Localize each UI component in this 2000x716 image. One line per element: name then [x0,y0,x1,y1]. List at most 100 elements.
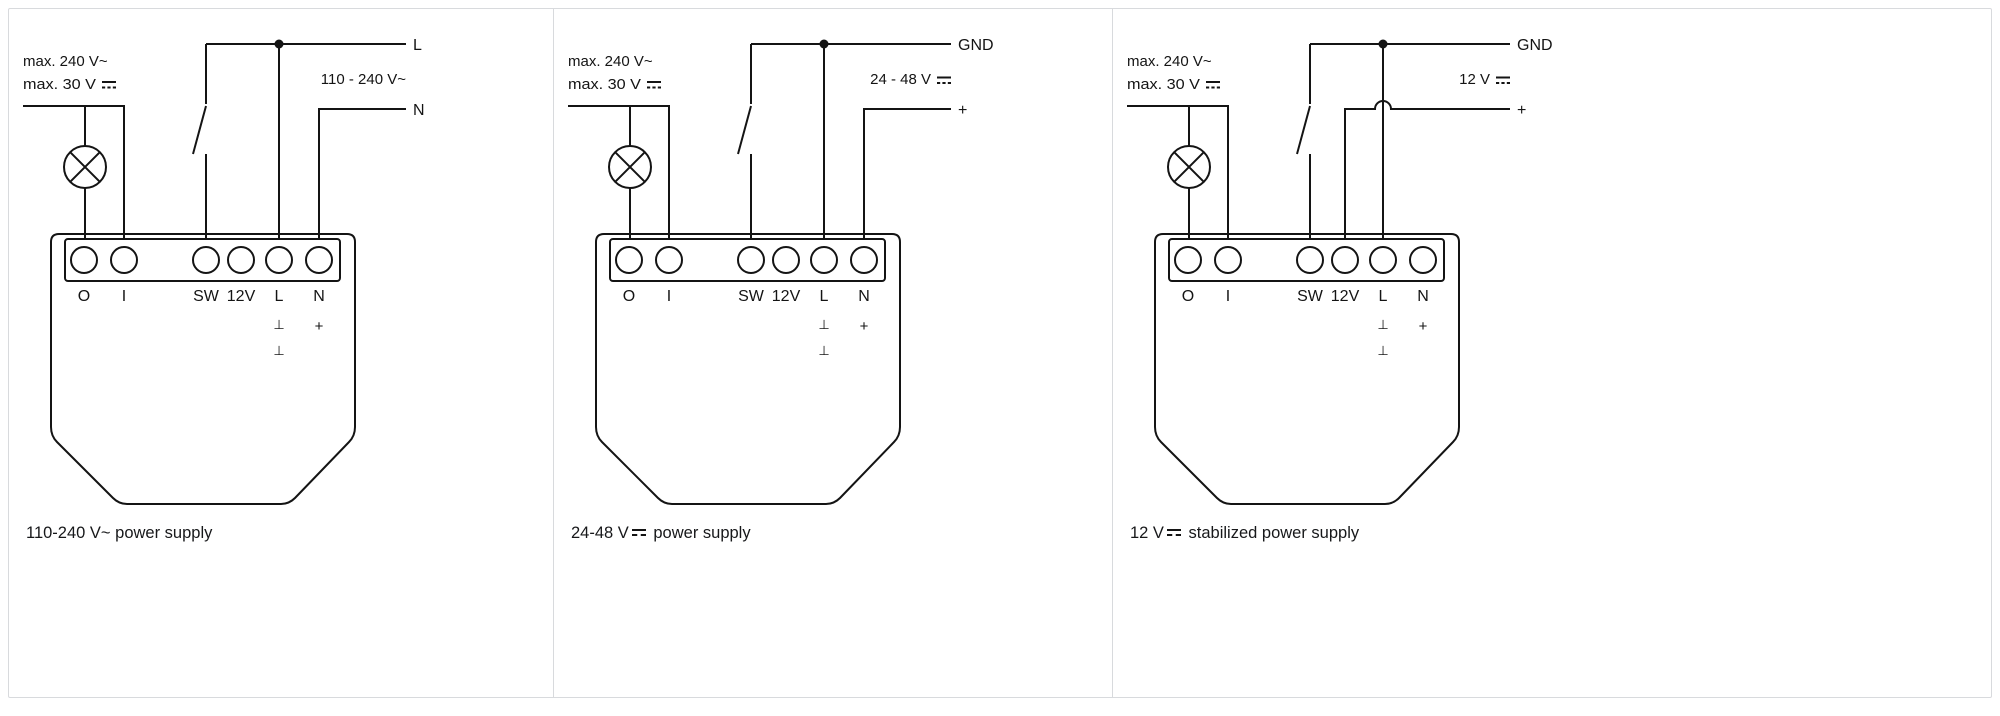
supply-bottom-label: + [1517,102,1526,119]
terminal-label-n: N [313,288,325,305]
terminal-strip [64,238,341,282]
wiring-diagram: max. 240 V~ max. 30 V GND + 24 - 48 V O … [568,37,994,505]
ground-symbol: ⊥ [1377,343,1388,358]
circuit-wires [1127,43,1510,239]
ground-symbol: ⊥ [818,317,829,332]
supply-top-label: GND [958,37,994,54]
terminal-label-i: I [667,288,671,305]
lamp-icon [63,145,107,189]
terminal-circle [1174,246,1202,274]
dc-symbol-icon [1166,529,1181,538]
supply-top-label: L [413,37,422,54]
ground-symbol: ⊥ [273,317,284,332]
terminal-circle [110,246,138,274]
switch-blade-icon [1296,105,1311,155]
load-rating-line1: max. 240 V~ [23,53,108,70]
terminal-circle [850,246,878,274]
terminal-circle [305,246,333,274]
caption-text-suffix: power supply [648,524,751,542]
lamp-icon [608,145,652,189]
switch-blade-icon [192,105,207,155]
caption-text: 24-48 V [571,524,629,542]
terminal-circle [1214,246,1242,274]
terminal-label-l: L [275,288,284,305]
terminal-label-o: O [623,288,635,305]
device [1154,233,1460,505]
load-circuit-wire [1127,105,1229,239]
terminal-circle [810,246,838,274]
device-body [595,233,901,505]
terminal-circle [737,246,765,274]
terminal-circle [1331,246,1359,274]
terminal-circle [227,246,255,274]
load-rating-line2: max. 30 V [568,76,641,93]
device [50,233,356,505]
switch-blade-icon [737,105,752,155]
load-rating-line2: max. 30 V [23,76,96,93]
terminal-label-12v: 12V [1331,288,1360,305]
device-body [50,233,356,505]
plus-symbol: + [1419,318,1428,335]
terminal-label-o: O [1182,288,1194,305]
terminal-label-n: N [858,288,870,305]
panel-caption: 12 V stabilized power supply [1113,523,1991,543]
terminal-circle [265,246,293,274]
load-circuit-wire [23,105,125,239]
terminal-circle [1369,246,1397,274]
terminal-label-i: I [122,288,126,305]
device [595,233,901,505]
terminal-circle [655,246,683,274]
supply-bottom-label: N [413,102,425,119]
caption-text-suffix: stabilized power supply [1183,524,1360,542]
load-circuit-wire [568,105,670,239]
panels-row: max. 240 V~ max. 30 V L N 110 - 240 V~ O… [8,8,1992,698]
terminal-label-sw: SW [738,288,765,305]
terminal-circle [772,246,800,274]
supply-voltage-label: 12 V [1459,71,1490,88]
terminal-label-sw: SW [1297,288,1324,305]
lamp-icon [1167,145,1211,189]
diagram-panel: max. 240 V~ max. 30 V GND + 24 - 48 V O … [554,9,1113,697]
wiring-diagram: max. 240 V~ max. 30 V L N 110 - 240 V~ O… [23,37,425,505]
terminal-circle [1409,246,1437,274]
terminal-label-n: N [1417,288,1429,305]
diagram-panel: max. 240 V~ max. 30 V L N 110 - 240 V~ O… [9,9,554,697]
plus-symbol: + [315,318,324,335]
terminal-circle [192,246,220,274]
terminal-strip [609,238,886,282]
ground-symbol: ⊥ [818,343,829,358]
supply-bottom-wire [318,108,406,239]
terminal-circle [70,246,98,274]
terminal-label-12v: 12V [772,288,801,305]
terminal-label-l: L [1379,288,1388,305]
junction-dot [1378,39,1388,49]
ground-symbol: ⊥ [273,343,284,358]
dc-symbol-icon [631,529,646,538]
dc-symbol-icon [1496,76,1510,84]
device-body [1154,233,1460,505]
dc-symbol-icon [647,81,661,89]
terminal-label-12v: 12V [227,288,256,305]
plus-symbol: + [860,318,869,335]
dc-symbol-icon [102,81,116,89]
junction-dot [274,39,284,49]
supply-bottom-wire-with-hop [1344,100,1510,239]
terminal-label-o: O [78,288,90,305]
terminal-circle [615,246,643,274]
ground-symbol: ⊥ [1377,317,1388,332]
terminal-label-l: L [820,288,829,305]
supply-voltage-label: 110 - 240 V~ [321,71,406,88]
supply-bottom-label: + [958,102,967,119]
diagram-panel: max. 240 V~ max. 30 V GND + 12 V O I SW … [1113,9,1991,697]
dc-symbol-icon [937,76,951,84]
terminal-strip [1168,238,1445,282]
junction-dot [819,39,829,49]
supply-voltage-label: 24 - 48 V [870,71,931,88]
wiring-diagram: max. 240 V~ max. 30 V GND + 12 V O I SW … [1127,37,1553,505]
supply-top-label: GND [1517,37,1553,54]
supply-bottom-wire [863,108,951,239]
caption-text: 110-240 V~ power supply [26,524,213,542]
terminal-label-sw: SW [193,288,220,305]
panel-caption: 110-240 V~ power supply [9,523,553,543]
dc-symbol-icon [1206,81,1220,89]
